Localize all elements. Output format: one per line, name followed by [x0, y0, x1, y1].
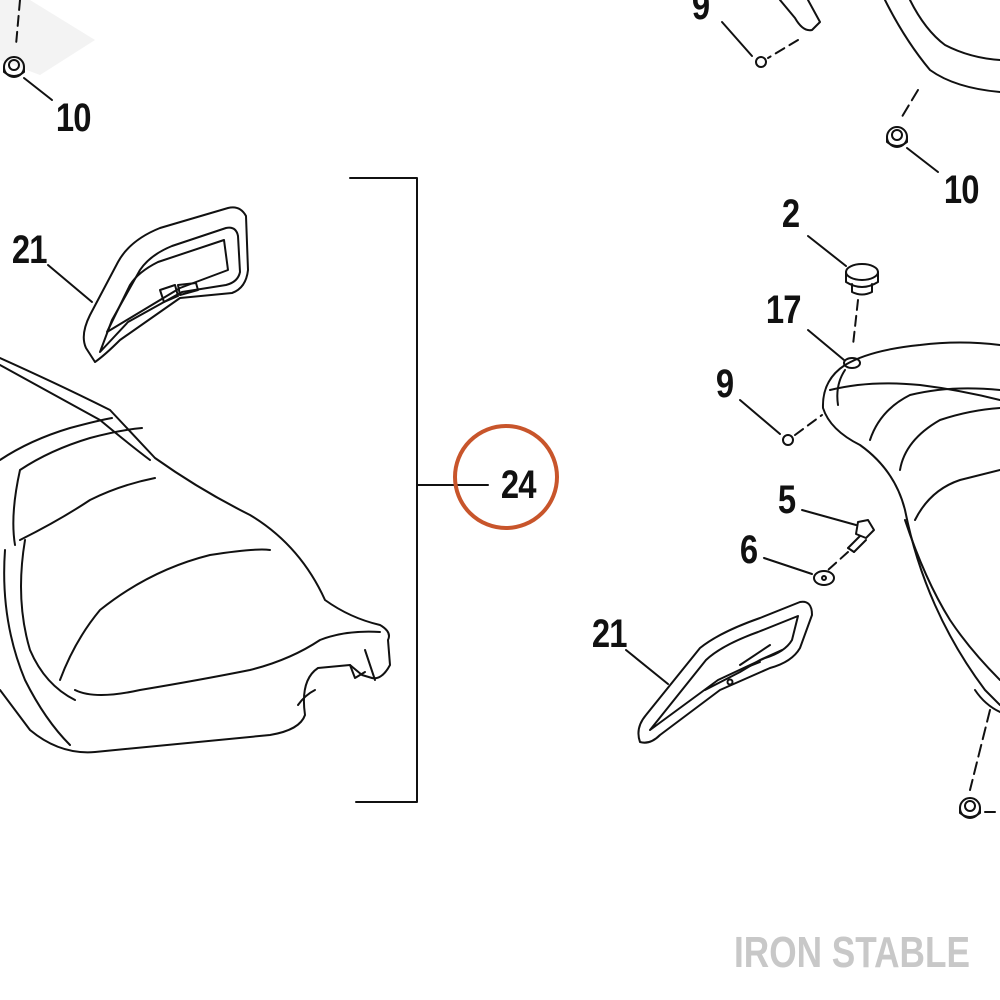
- seat-right: [821, 341, 1000, 713]
- callout-24: 24: [500, 463, 537, 507]
- leader-line: [739, 399, 781, 435]
- dash-line: [15, 0, 21, 46]
- callout-9-top-right: 9: [691, 0, 710, 28]
- callout-21-right: 21: [591, 612, 628, 656]
- dash-line: [969, 709, 991, 791]
- highlight-circle: [453, 424, 559, 530]
- callout-5: 5: [777, 478, 796, 522]
- leader-line: [906, 147, 939, 173]
- bracket-top-right: [779, 0, 821, 32]
- callout-10-right: 10: [943, 168, 980, 212]
- background-shape: [0, 0, 95, 75]
- callout-10-top-left: 10: [55, 96, 92, 140]
- leader-line: [23, 77, 53, 101]
- callout-21-left: 21: [11, 228, 48, 272]
- group-bracket: [349, 177, 418, 803]
- callout-9-right: 9: [715, 362, 734, 406]
- dash-line: [794, 414, 823, 436]
- dash-line: [827, 551, 849, 571]
- leader-line: [807, 329, 845, 361]
- watermark: IRON STABLE: [734, 928, 970, 977]
- bolt-5: [847, 519, 875, 553]
- leader-line: [625, 649, 669, 685]
- nut-10-right: [886, 126, 908, 148]
- backrest-pad-right: [637, 600, 813, 744]
- seat-edge-top-right: [884, 0, 1000, 93]
- nut-bottom-right: [959, 797, 981, 819]
- dash-line: [767, 39, 799, 59]
- washer-6: [813, 570, 835, 586]
- nut-10-top-left: [3, 56, 25, 78]
- screw-9-top: [755, 56, 767, 68]
- seat-left: [0, 357, 391, 754]
- screw-9-right: [782, 434, 794, 446]
- knob-screw-2: [845, 263, 879, 296]
- backrest-pad-left: [82, 206, 249, 363]
- leader-line: [721, 21, 753, 57]
- leader-line: [763, 557, 813, 575]
- washer-17: [843, 357, 861, 369]
- leader-line: [807, 235, 847, 267]
- dash-line: [852, 299, 859, 346]
- leader-line: [801, 509, 857, 526]
- callout-6: 6: [739, 528, 758, 572]
- callout-17: 17: [765, 288, 802, 332]
- callout-2: 2: [781, 192, 800, 236]
- dash-line: [899, 89, 919, 121]
- leader-line: [47, 264, 93, 303]
